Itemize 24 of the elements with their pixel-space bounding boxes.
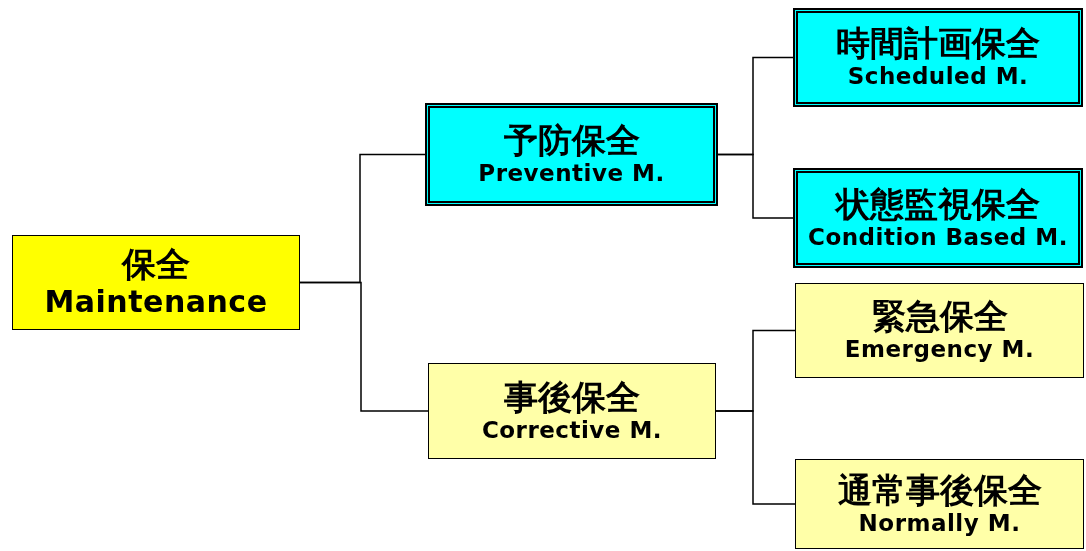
box-subtitle: Corrective M. (481, 416, 663, 445)
process-box (12, 235, 300, 330)
process-box (793, 168, 1083, 268)
connector-line (299, 281, 429, 412)
box-title: 状態監視保全 (836, 184, 1040, 224)
box-title: 緊急保全 (871, 297, 1008, 337)
process-box (428, 363, 716, 459)
box-subtitle: Condition Based M. (808, 223, 1068, 252)
box-title: 保全 (122, 244, 190, 285)
process-box (793, 8, 1083, 107)
connector-line (715, 410, 796, 505)
process-box (795, 459, 1084, 549)
box-title: 通常事後保全 (837, 470, 1042, 510)
box-subtitle: Preventive M. (478, 160, 665, 188)
box-subtitle: Emergency M. (844, 336, 1035, 364)
connector-line (717, 153, 794, 219)
box-title: 予防保全 (503, 121, 640, 161)
box-subtitle: Scheduled M. (847, 63, 1029, 91)
box-title: 事後保全 (504, 377, 640, 417)
process-box (795, 283, 1084, 378)
process-box (425, 103, 718, 206)
box-subtitle: Normally M. (858, 509, 1021, 538)
box-title: 時間計画保全 (836, 24, 1040, 64)
box-subtitle: Maintenance (44, 284, 268, 321)
